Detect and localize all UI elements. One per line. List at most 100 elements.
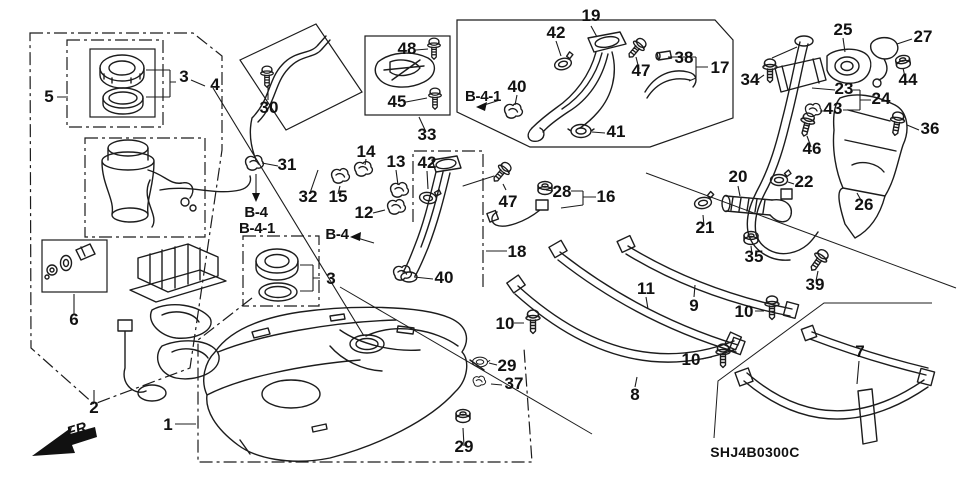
- fr-arrow-icon: [32, 427, 97, 456]
- box-part18-group: [412, 150, 484, 290]
- grommet-41: [567, 123, 595, 139]
- clip-43: [804, 102, 823, 118]
- callout-1: 1: [163, 415, 172, 434]
- callout-2: 2: [89, 398, 98, 417]
- callout-42b: 42: [418, 153, 437, 172]
- bolt-10-right: [764, 295, 780, 321]
- callout-10b: 10: [735, 302, 754, 321]
- motor-base: [129, 269, 227, 303]
- box-pump-module: [84, 137, 206, 238]
- callout-46: 46: [803, 139, 822, 158]
- callout-38: 38: [675, 48, 694, 67]
- callout-22: 22: [795, 172, 814, 191]
- callout-40a: 40: [508, 77, 527, 96]
- tank-details: [251, 313, 415, 433]
- bolt-10-left: [525, 309, 541, 335]
- group-mid-cap-3: [255, 248, 299, 302]
- filler-pipe-main: [746, 41, 809, 235]
- callout-33: 33: [418, 125, 437, 144]
- callout-44: 44: [899, 70, 918, 89]
- box-cap-outer: [66, 39, 164, 128]
- arrowhead-b4-mid: [350, 232, 361, 241]
- fuel-cap-ring: [99, 54, 145, 82]
- box-mid-cap-group: [242, 235, 320, 307]
- screw-48: [427, 37, 441, 60]
- strap-11: [557, 251, 739, 353]
- pipe18-tubes: [402, 171, 451, 277]
- callout-19: 19: [582, 6, 601, 25]
- callout-18: 18: [508, 242, 527, 261]
- hose-20-elbow: [769, 188, 793, 223]
- bolt-34: [762, 58, 778, 84]
- callout-45: 45: [388, 92, 407, 111]
- part-26-shield: [832, 94, 908, 239]
- callout-12: 12: [355, 203, 374, 222]
- callout-11: 11: [637, 279, 655, 298]
- callout-4: 4: [210, 75, 220, 94]
- ref-b4-mid: B-4: [325, 226, 349, 243]
- clamp-42-top: [551, 50, 577, 73]
- box-cap-inner: [89, 48, 156, 118]
- ref-b4-left: B-4: [244, 204, 268, 221]
- callout-28: 28: [553, 182, 572, 201]
- fuel-gauge-float: [117, 319, 147, 393]
- callout-35: 35: [745, 247, 764, 266]
- callout-31: 31: [278, 155, 297, 174]
- pump-outlet-hose: [159, 175, 252, 193]
- construction-line-right: [645, 172, 957, 289]
- bolt-45: [428, 87, 442, 110]
- group-part33-plate: [374, 52, 435, 88]
- box-part32-group: [239, 23, 363, 131]
- callout-25: 25: [834, 20, 853, 39]
- clip-13: [389, 181, 410, 198]
- callout-29a: 29: [498, 356, 517, 375]
- pump-bracket: [149, 304, 212, 339]
- tank-top-hoses: [329, 328, 459, 372]
- grommet-29-upper: [469, 356, 491, 368]
- clip-31: [244, 154, 265, 171]
- ref-b41-top: B-4-1: [465, 88, 501, 105]
- box-part6-group: [41, 239, 108, 293]
- callout-8: 8: [630, 385, 639, 404]
- tank-outline: [203, 306, 468, 462]
- callout-17: 17: [711, 58, 730, 77]
- group-leader-lines: [57, 25, 920, 447]
- reserve-cup: [157, 340, 220, 380]
- box-filler-pipe-group: [456, 19, 734, 148]
- bolt-47-mid: [488, 159, 515, 187]
- clamp-22: [769, 169, 792, 187]
- part-25-ring: [826, 48, 872, 84]
- callout-47b: 47: [499, 192, 518, 211]
- cap-44: [894, 53, 912, 71]
- callout-9: 9: [689, 296, 698, 315]
- nut-29-lower: [455, 408, 471, 424]
- callout-5: 5: [44, 87, 53, 106]
- hose-16: [491, 199, 549, 227]
- part-38-joint: [656, 50, 673, 61]
- part-27-cap: [870, 36, 899, 81]
- ref-b41-left: B-4-1: [239, 220, 275, 237]
- clip-14: [353, 160, 374, 177]
- strap-7-strut: [857, 388, 878, 445]
- callout-29b: 29: [455, 437, 474, 456]
- callout-41: 41: [607, 122, 626, 141]
- box-part33-group: [364, 35, 451, 116]
- clip-15: [330, 167, 351, 184]
- callout-14: 14: [357, 142, 376, 161]
- callout-30: 30: [260, 98, 279, 117]
- callout-26: 26: [855, 195, 874, 214]
- bolt-36: [887, 110, 907, 138]
- clamp-21: [692, 190, 717, 211]
- group-sender-assy-2: [117, 243, 227, 402]
- tank-oval-recess: [261, 379, 321, 409]
- nut-35: [743, 230, 759, 246]
- callout-3b: 3: [326, 269, 335, 288]
- callout-10c: 10: [682, 350, 701, 369]
- bolt-39: [805, 246, 832, 275]
- arrowhead-b41-top: [476, 102, 487, 111]
- clip-12: [386, 198, 407, 215]
- filler-neck-flange: [587, 31, 627, 53]
- callout-24: 24: [872, 89, 891, 108]
- gasket-plate: [374, 52, 435, 88]
